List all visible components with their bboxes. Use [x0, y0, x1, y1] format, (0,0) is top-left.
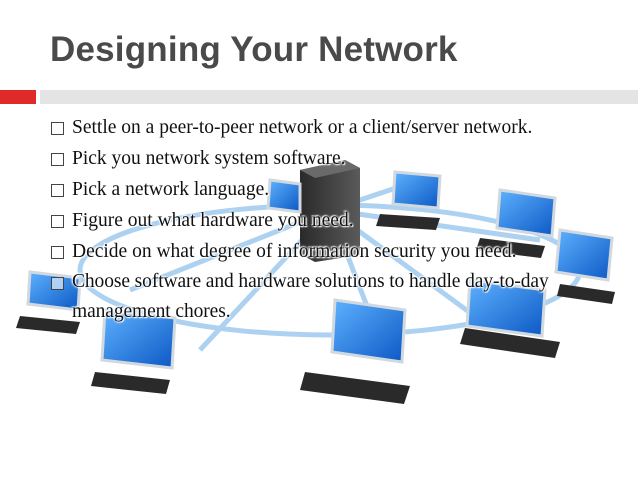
computer-bottom-center-icon: [300, 298, 410, 404]
slide-title: Designing Your Network: [50, 30, 458, 69]
bullet-item: Figure out what hardware you need.: [48, 205, 633, 236]
computer-left-icon: [16, 270, 82, 334]
bullet-item: Decide on what degree of information sec…: [48, 236, 633, 267]
bullet-item: Pick a network language.: [48, 174, 633, 205]
title-rule: [40, 90, 638, 104]
computer-bottom-left-icon: [91, 308, 177, 394]
checkbox-bullet-icon: [51, 153, 64, 166]
computer-right-icon: [476, 188, 557, 258]
bullet-list: Settle on a peer-to-peer network or a cl…: [48, 112, 633, 327]
accent-bar: [0, 90, 36, 104]
checkbox-bullet-icon: [51, 122, 64, 135]
computer-top-right-icon: [376, 170, 442, 230]
server-icon: [300, 160, 360, 262]
bullet-item: Choose software and hardware solutions t…: [48, 267, 632, 327]
checkbox-bullet-icon: [51, 277, 64, 290]
network-diagram-icon: [16, 160, 615, 404]
checkbox-bullet-icon: [51, 184, 64, 197]
computer-upper-left-icon: [266, 178, 302, 214]
bullet-item: Settle on a peer-to-peer network or a cl…: [48, 112, 633, 143]
computer-bottom-right-icon: [460, 278, 560, 358]
checkbox-bullet-icon: [51, 215, 64, 228]
bullet-item: Pick you network system software.: [48, 143, 633, 174]
computer-far-right-icon: [554, 228, 615, 304]
checkbox-bullet-icon: [51, 246, 64, 259]
